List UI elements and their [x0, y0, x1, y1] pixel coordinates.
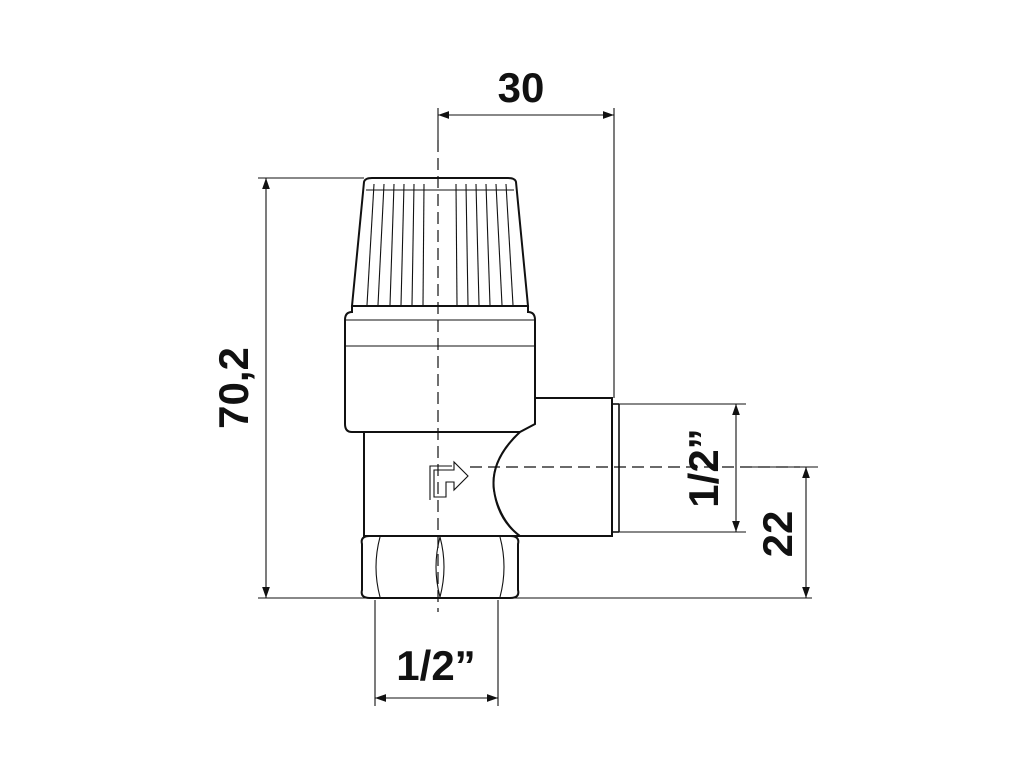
hex-nut	[360, 535, 520, 599]
dimension-width-30: 30	[437, 64, 615, 398]
dimension-label-outlet-height: 22	[754, 511, 801, 558]
valve-body	[344, 177, 620, 599]
collar-ring	[344, 305, 536, 433]
dimension-outlet-thread: 1/2”	[619, 403, 746, 533]
dimension-height-70-2: 70,2	[210, 177, 812, 599]
flow-arrow-icon	[429, 460, 469, 500]
center-lines	[437, 140, 800, 612]
dimension-label-height: 70,2	[210, 347, 257, 429]
dimension-inlet-thread: 1/2”	[374, 600, 499, 706]
dimension-label-width: 30	[498, 64, 545, 111]
dimension-label-inlet-thread: 1/2”	[396, 642, 475, 689]
knurled-cap	[350, 177, 530, 307]
dimension-outlet-height-22: 22	[746, 466, 818, 598]
dimension-label-outlet-thread: 1/2”	[680, 428, 727, 507]
